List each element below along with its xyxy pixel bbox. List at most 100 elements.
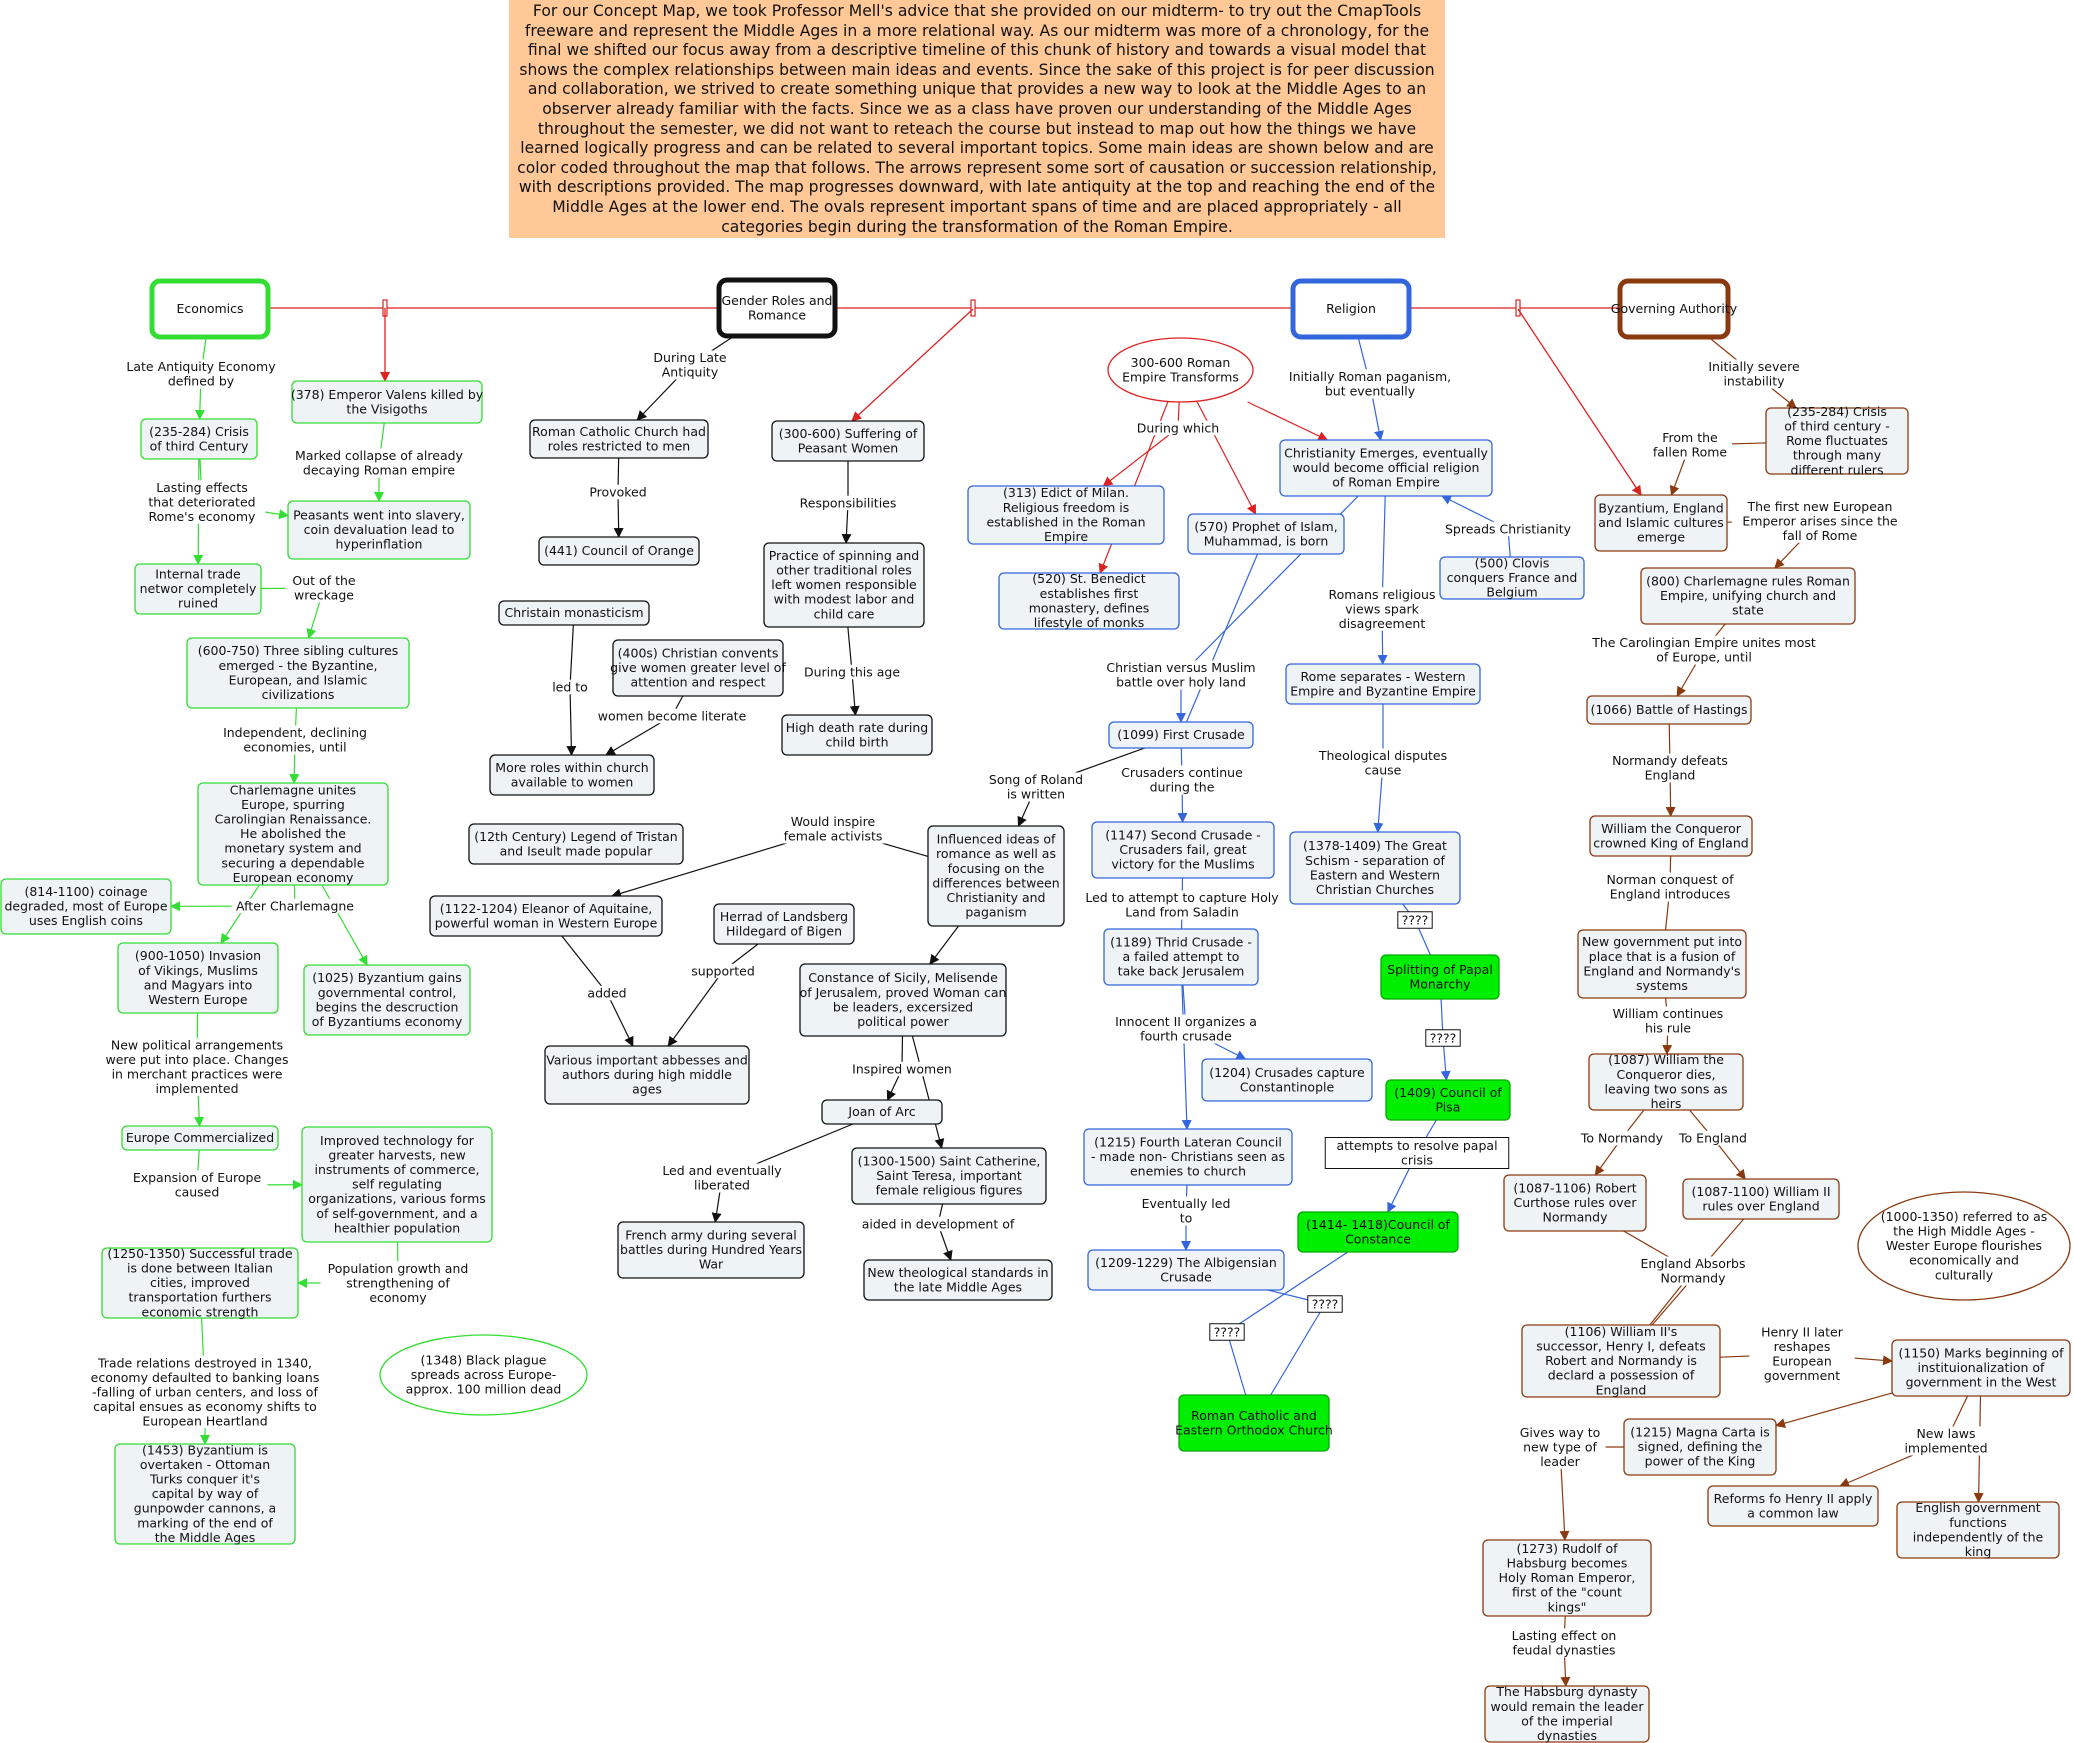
concept-node[interactable]: Europe Commercialized <box>121 1125 279 1151</box>
category-economics[interactable]: Economics <box>149 278 271 340</box>
node-text: Europe Commercialized <box>126 1130 274 1145</box>
concept-node[interactable]: (570) Prophet of Islam,Muhammad, is born <box>1187 513 1345 555</box>
edge-segment <box>613 491 624 538</box>
concept-node[interactable]: (1189) Thrid Crusade -a failed attempt t… <box>1103 928 1259 986</box>
edge-label: ???? <box>1307 1295 1343 1313</box>
concept-node[interactable]: Peasants went into slavery,coin devaluat… <box>287 500 471 560</box>
concept-node[interactable]: (1066) Battle of Hastings <box>1586 695 1752 725</box>
concept-node[interactable]: (1099) First Crusade <box>1108 721 1254 749</box>
concept-node[interactable]: (1300-1500) Saint Catherine,Saint Teresa… <box>851 1147 1047 1205</box>
concept-node[interactable]: (441) Council of Orange <box>538 536 700 566</box>
edge-label-text: During which <box>1137 420 1219 435</box>
node-text: Joan of Arc <box>847 1104 915 1119</box>
edge-segment <box>321 884 368 966</box>
category-religion[interactable]: Religion <box>1290 278 1412 340</box>
category-governing[interactable]: Governing Authority <box>1611 278 1738 340</box>
concept-node[interactable]: Joan of Arc <box>821 1099 943 1125</box>
concept-node[interactable]: (1215) Fourth Lateran Council- made non-… <box>1083 1128 1293 1186</box>
concept-node[interactable]: (1122-1204) Eleanor of Aquitaine,powerfu… <box>429 895 663 937</box>
concept-node[interactable]: (313) Edict of Milan.Religious freedom i… <box>967 485 1165 545</box>
edge-label-text: Spreads Christianity <box>1445 521 1572 536</box>
concept-node[interactable]: (1147) Second Crusade -Crusaders fail, g… <box>1091 821 1275 879</box>
concept-node[interactable]: Christain monasticism <box>498 600 650 626</box>
